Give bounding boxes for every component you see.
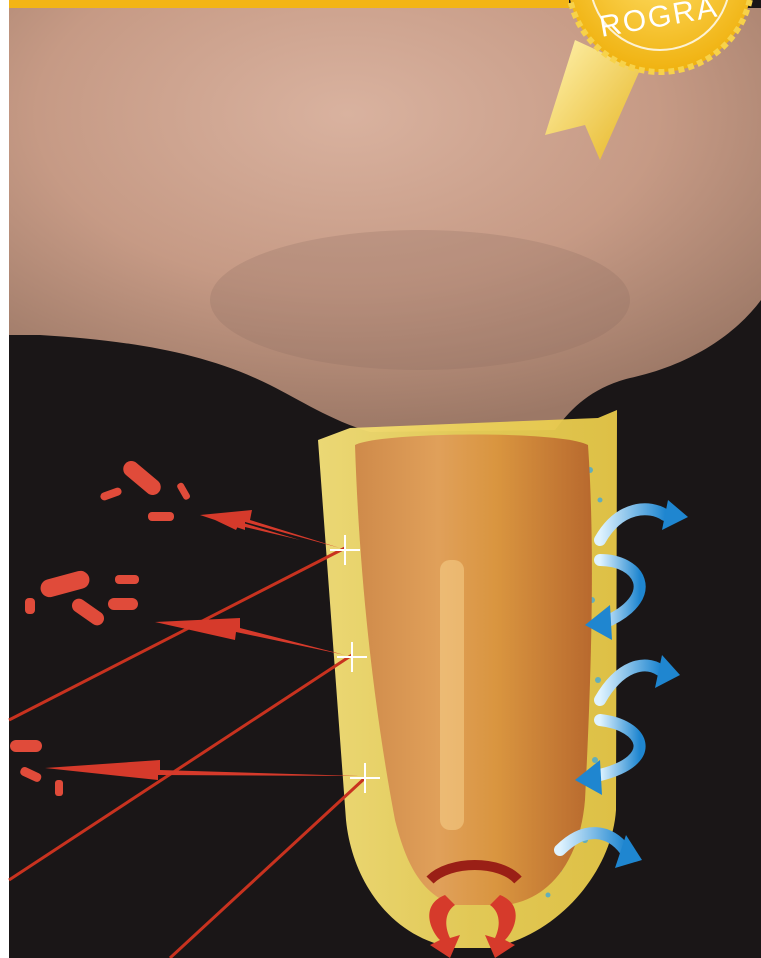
udder-texture: [210, 230, 630, 370]
top-bar: [9, 0, 569, 8]
teat-highlight: [440, 560, 464, 830]
left-white-margin: [0, 0, 9, 958]
